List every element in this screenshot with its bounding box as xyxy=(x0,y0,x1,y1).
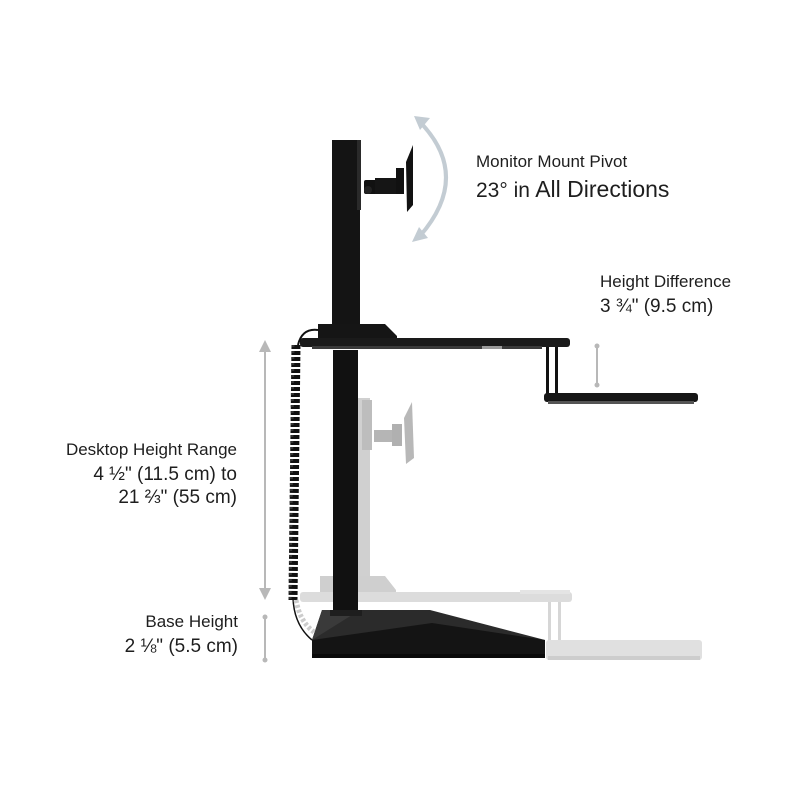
height-difference-label: Height Difference 3 ¾" (9.5 cm) xyxy=(600,272,731,317)
work-surface xyxy=(300,324,570,349)
height-difference-title: Height Difference xyxy=(600,272,732,291)
base-height-title: Base Height xyxy=(145,612,238,631)
coiled-cable xyxy=(288,328,319,641)
monitor-pivot-degrees: 23° in xyxy=(476,178,530,202)
desktop-height-dimension-line xyxy=(259,340,271,600)
pivot-arc-arrow xyxy=(412,116,448,242)
keyboard-tray xyxy=(544,347,698,404)
monitor-pivot-directions: All Directions xyxy=(535,175,670,202)
desktop-height-range-max: 21 ⅔" (55 cm) xyxy=(118,487,237,509)
desktop-height-range-min: 4 ½" (11.5 cm) to xyxy=(93,463,237,485)
base-height-value: 2 ⅛" (5.5 cm) xyxy=(124,635,238,657)
monitor-pivot-value: 23° in All Directions xyxy=(476,176,669,203)
height-difference-value: 3 ¾" (9.5 cm) xyxy=(600,295,714,317)
desktop-height-range-title: Desktop Height Range xyxy=(65,440,237,459)
desk-base xyxy=(312,610,545,658)
base-height-dimension-line xyxy=(262,614,268,663)
height-difference-dimension-line xyxy=(594,343,600,388)
monitor-mount xyxy=(364,145,413,212)
desktop-height-range-label: Desktop Height Range 4 ½" (11.5 cm) to 2… xyxy=(66,440,237,509)
monitor-pivot-label: Monitor Mount Pivot 23° in All Direction… xyxy=(476,152,669,203)
base-height-label: Base Height 2 ⅛" (5.5 cm) xyxy=(125,612,238,657)
vertical-column xyxy=(330,140,362,616)
monitor-pivot-title: Monitor Mount Pivot xyxy=(476,152,628,171)
